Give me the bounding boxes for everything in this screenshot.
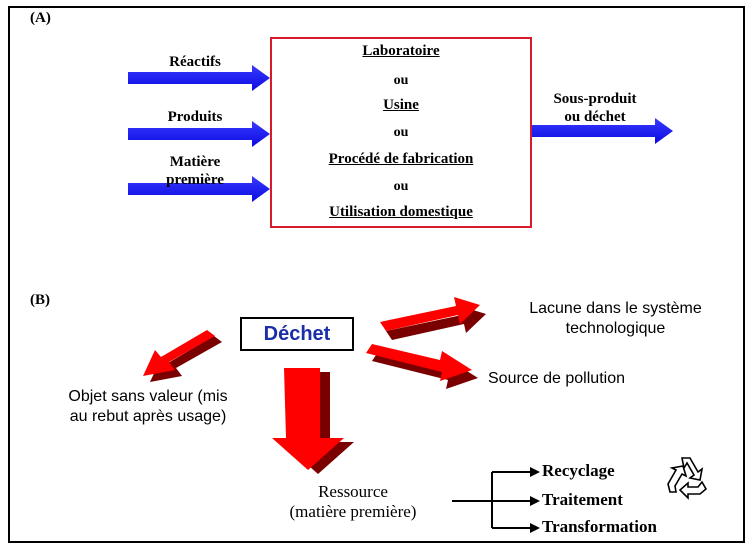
lacune-line1: Lacune dans le système <box>529 300 702 317</box>
input-arrow-produits <box>128 121 270 147</box>
outcome-recyclage: Recyclage <box>542 461 615 480</box>
lacune-line2: technologique <box>565 320 666 337</box>
branch-arrowhead-traitement <box>530 496 540 506</box>
figure-frame <box>8 6 745 543</box>
output-label: Sous-produit ou déchet <box>530 90 660 126</box>
lacune-label: Lacune dans le système technologique <box>478 299 753 339</box>
box-separator-1: ou <box>393 73 409 88</box>
ressource-line1: Ressource <box>318 482 388 501</box>
ressource-line2: (matière première) <box>289 502 417 521</box>
recycle-icon <box>667 457 708 500</box>
input-label-reactifs-text: Réactifs <box>169 54 221 70</box>
arrow-to-objet <box>143 330 222 382</box>
dechet-box: Déchet <box>240 317 354 351</box>
outcome-transformation: Transformation <box>542 517 657 536</box>
output-label-line1: Sous-produit <box>553 91 637 107</box>
arrow-to-lacune <box>380 297 486 340</box>
objet-line1: Objet sans valeur (mis <box>68 388 228 405</box>
objet-line2: au rebut après usage) <box>69 408 227 425</box>
input-label-produits: Produits <box>145 108 245 126</box>
panel-a-label: (A) <box>30 10 51 26</box>
panel-b-label: (B) <box>30 292 50 308</box>
process-box: Laboratoire ou Usine ou Procédé de fabri… <box>270 37 532 228</box>
input-label-matiere-line1: Matière <box>169 154 221 170</box>
arrow-to-ressource <box>272 368 354 474</box>
box-item-utilisation: Utilisation domestique <box>329 204 473 220</box>
box-item-usine: Usine <box>383 97 419 113</box>
output-label-line2: ou déchet <box>564 109 626 125</box>
input-label-reactifs: Réactifs <box>145 53 245 71</box>
branch-arrowhead-recyclage <box>530 467 540 477</box>
branch-arrowhead-transformation <box>530 523 540 533</box>
ressource-label: Ressource (matière première) <box>258 482 448 522</box>
input-label-matiere-line2: première <box>166 172 224 188</box>
input-arrow-reactifs <box>128 65 270 91</box>
branch-arrows <box>452 471 530 529</box>
input-arrow-matiere <box>128 176 270 202</box>
box-separator-2: ou <box>393 125 409 140</box>
input-label-produits-text: Produits <box>167 109 223 125</box>
output-arrow <box>532 118 673 144</box>
objet-label: Objet sans valeur (mis au rebut après us… <box>13 387 283 427</box>
box-item-laboratoire: Laboratoire <box>362 43 440 59</box>
arrow-to-pollution <box>366 344 478 389</box>
outcome-traitement: Traitement <box>542 490 623 509</box>
box-item-procede: Procédé de fabrication <box>328 151 474 167</box>
input-label-matiere: Matière première <box>145 153 245 189</box>
box-separator-3: ou <box>393 179 409 194</box>
pollution-label: Source de pollution <box>488 370 625 387</box>
